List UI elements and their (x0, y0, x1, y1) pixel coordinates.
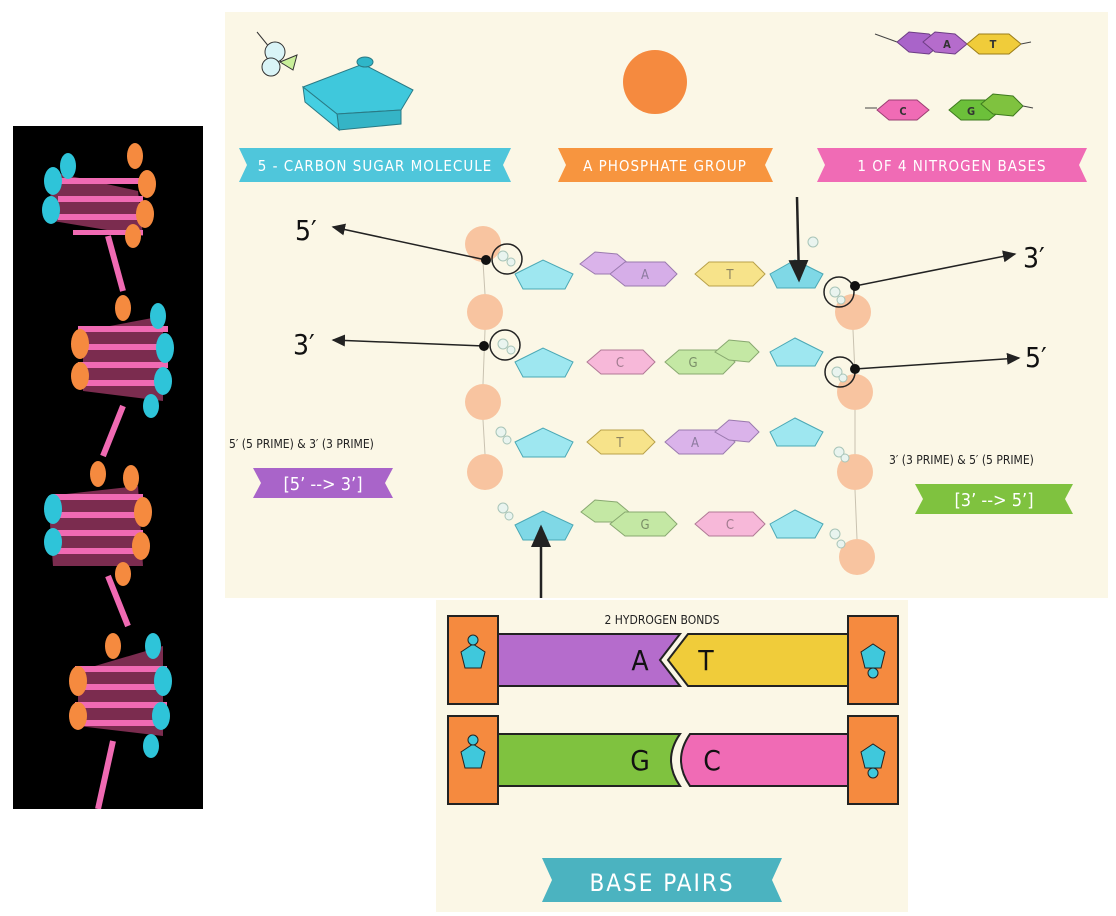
dna-helix-illustration (13, 126, 203, 810)
end-arrows (331, 196, 1021, 598)
sugar-banner: 5 - CARBON SUGAR MOLECULE (239, 148, 511, 182)
right-direction-banner: [3’ --> 5’] (915, 484, 1073, 514)
left-phosphate-backbone (465, 226, 503, 490)
helix-segment-1 (42, 143, 156, 292)
left-direction-label: [5’ --> 3’] (283, 474, 362, 495)
dna-row-3: T A (514, 417, 824, 458)
hydrogen-bonds-label: 2 HYDROGEN BONDS (605, 613, 720, 627)
svg-text:G: G (967, 105, 975, 118)
dna-structure-diagram: A T C G 5 - CARBON SUGAR MOLECULE A PHOS… (225, 12, 1108, 598)
helix-segment-4 (69, 633, 172, 810)
pair1-left-base: A (631, 644, 649, 677)
base-pairs-banner: BASE PAIRS (542, 858, 782, 902)
svg-text:A: A (943, 38, 951, 51)
label-3-prime-mid-left: 3′ (293, 328, 315, 361)
pair2-right-base: C (703, 744, 721, 777)
pair1-right-base: T (697, 644, 714, 677)
row3-base-left: T (615, 436, 624, 451)
backbone-lines (482, 261, 858, 540)
base-pair-g-c: G C (447, 715, 899, 805)
sugar-banner-label: 5 - CARBON SUGAR MOLECULE (258, 157, 493, 175)
nitrogen-bases-banner: 1 OF 4 NITROGEN BASES (817, 148, 1087, 182)
hydroxyl-groups (495, 236, 850, 549)
label-5-prime-top-left: 5′ (295, 214, 317, 247)
right-strand-caption: 3′ (3 PRIME) & 5′ (5 PRIME) (889, 453, 1034, 467)
left-strand-caption: 5′ (5 PRIME) & 3′ (3 PRIME) (229, 437, 374, 451)
base-pairs-title: BASE PAIRS (589, 869, 734, 897)
dna-row-2: C G (514, 337, 824, 378)
row1-base-right: T (725, 268, 734, 283)
label-5-prime-mid-right: 5′ (1025, 341, 1047, 374)
row4-base-left: G (640, 518, 649, 533)
dna-row-4: G C (514, 499, 824, 541)
nitrogen-bases-banner-label: 1 OF 4 NITROGEN BASES (857, 157, 1046, 175)
phosphate-banner: A PHOSPHATE GROUP (558, 148, 773, 182)
row4-base-right: C (726, 518, 734, 533)
dna-row-1: A T (514, 251, 824, 290)
row1-base-left: A (641, 268, 649, 283)
helix-segment-3 (44, 461, 152, 628)
svg-text:T: T (990, 38, 997, 51)
row2-base-right: G (688, 356, 697, 371)
sugar-molecule-icon (256, 31, 414, 132)
phosphate-group-icon (623, 50, 687, 114)
left-direction-banner: [5’ --> 3’] (253, 468, 393, 498)
nitrogen-bases-icon: A T C G (865, 31, 1034, 121)
phosphate-banner-label: A PHOSPHATE GROUP (583, 157, 747, 175)
label-3-prime-top-right: 3′ (1023, 241, 1045, 274)
pair2-left-base: G (630, 744, 650, 777)
base-pairs-panel: 2 HYDROGEN BONDS A T G C (436, 600, 908, 912)
end-dots (479, 255, 860, 374)
svg-text:C: C (899, 105, 906, 118)
base-pair-a-t: A T (447, 615, 899, 705)
row3-base-right: A (691, 436, 699, 451)
row2-base-left: C (616, 356, 624, 371)
right-direction-label: [3’ --> 5’] (954, 490, 1033, 511)
helix-segment-2 (71, 295, 174, 458)
